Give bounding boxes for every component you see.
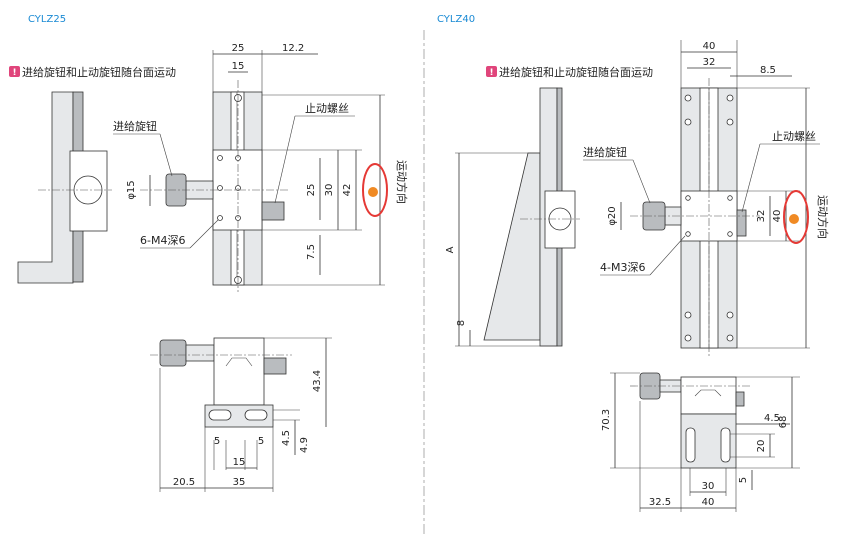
svg-text:A: A bbox=[445, 246, 456, 253]
svg-text:32: 32 bbox=[703, 57, 716, 68]
left-side-view bbox=[17, 91, 112, 284]
stop-screw-label: 止动螺丝 bbox=[305, 102, 349, 115]
motion-label: 运动方向 bbox=[395, 160, 409, 204]
svg-text:8: 8 bbox=[456, 320, 467, 326]
svg-text:!: ! bbox=[489, 68, 493, 78]
svg-text:30: 30 bbox=[324, 184, 335, 197]
motion-arrow-icon bbox=[789, 214, 799, 224]
holes-label: 6-M4深6 bbox=[140, 234, 185, 247]
svg-text:20: 20 bbox=[756, 440, 767, 453]
svg-text:68: 68 bbox=[778, 416, 789, 429]
svg-text:35: 35 bbox=[233, 477, 246, 488]
motion-circle-icon bbox=[362, 163, 388, 217]
right-motion-marker: 运动方向 bbox=[783, 190, 830, 244]
svg-text:φ20: φ20 bbox=[607, 206, 618, 225]
svg-text:!: ! bbox=[12, 68, 16, 78]
svg-text:8.5: 8.5 bbox=[760, 65, 776, 76]
right-labels: 进给旋钮 止动螺丝 4-M3深6 bbox=[583, 130, 820, 276]
left-front-view bbox=[140, 80, 290, 292]
svg-text:5: 5 bbox=[214, 436, 220, 447]
left-front-dims: 25 15 12.2 φ15 25 30 42 7.5 bbox=[126, 43, 385, 286]
svg-text:4.5: 4.5 bbox=[281, 430, 292, 446]
svg-text:15: 15 bbox=[232, 61, 245, 72]
svg-text:40: 40 bbox=[772, 210, 783, 223]
motion-arrow-icon bbox=[368, 187, 378, 197]
right-note: ! 进给旋钮和止动旋钮随台面运动 bbox=[486, 65, 653, 79]
right-title: CYLZ40 bbox=[437, 14, 475, 25]
svg-text:30: 30 bbox=[702, 481, 715, 492]
svg-text:40: 40 bbox=[703, 41, 716, 52]
note-badge-icon bbox=[9, 66, 20, 77]
right-note-text: 进给旋钮和止动旋钮随台面运动 bbox=[499, 65, 653, 79]
left-note-text: 进给旋钮和止动旋钮随台面运动 bbox=[22, 65, 176, 79]
left-motion-marker: 运动方向 bbox=[362, 160, 409, 217]
svg-text:43.4: 43.4 bbox=[312, 370, 323, 392]
feed-knob-label: 进给旋钮 bbox=[583, 145, 627, 159]
feed-knob-label: 进给旋钮 bbox=[113, 119, 157, 133]
svg-text:42: 42 bbox=[342, 184, 353, 197]
right-front-view bbox=[630, 78, 760, 356]
stop-screw-label: 止动螺丝 bbox=[772, 130, 816, 143]
svg-text:32.5: 32.5 bbox=[649, 497, 671, 508]
svg-text:70.3: 70.3 bbox=[601, 409, 612, 431]
note-badge-icon bbox=[486, 66, 497, 77]
svg-text:5: 5 bbox=[738, 477, 749, 483]
svg-text:40: 40 bbox=[702, 497, 715, 508]
svg-text:12.2: 12.2 bbox=[282, 43, 304, 54]
left-note: ! 进给旋钮和止动旋钮随台面运动 bbox=[9, 65, 176, 79]
right-bottom-view: 70.3 68 4.5 20 5 30 32.5 40 bbox=[601, 372, 800, 512]
svg-text:4.9: 4.9 bbox=[299, 437, 310, 453]
svg-text:4.5: 4.5 bbox=[764, 413, 780, 424]
motion-label: 运动方向 bbox=[816, 195, 830, 239]
svg-text:25: 25 bbox=[232, 43, 245, 54]
svg-text:7.5: 7.5 bbox=[306, 244, 317, 260]
svg-text:32: 32 bbox=[756, 210, 767, 223]
right-side-view: A 8 bbox=[445, 87, 580, 347]
left-labels: 进给旋钮 止动螺丝 6-M4深6 bbox=[113, 102, 355, 249]
left-title: CYLZ25 bbox=[28, 14, 66, 25]
svg-text:15: 15 bbox=[233, 457, 246, 468]
svg-text:25: 25 bbox=[306, 184, 317, 197]
right-front-dims: 40 32 8.5 φ20 32 40 bbox=[607, 40, 810, 349]
left-bottom-view: 43.4 4.5 4.9 5 5 15 20.5 35 bbox=[150, 337, 332, 492]
svg-text:φ15: φ15 bbox=[126, 180, 137, 199]
svg-text:20.5: 20.5 bbox=[173, 477, 195, 488]
holes-label: 4-M3深6 bbox=[600, 261, 645, 274]
svg-text:5: 5 bbox=[258, 436, 264, 447]
motion-circle-icon bbox=[783, 190, 809, 244]
